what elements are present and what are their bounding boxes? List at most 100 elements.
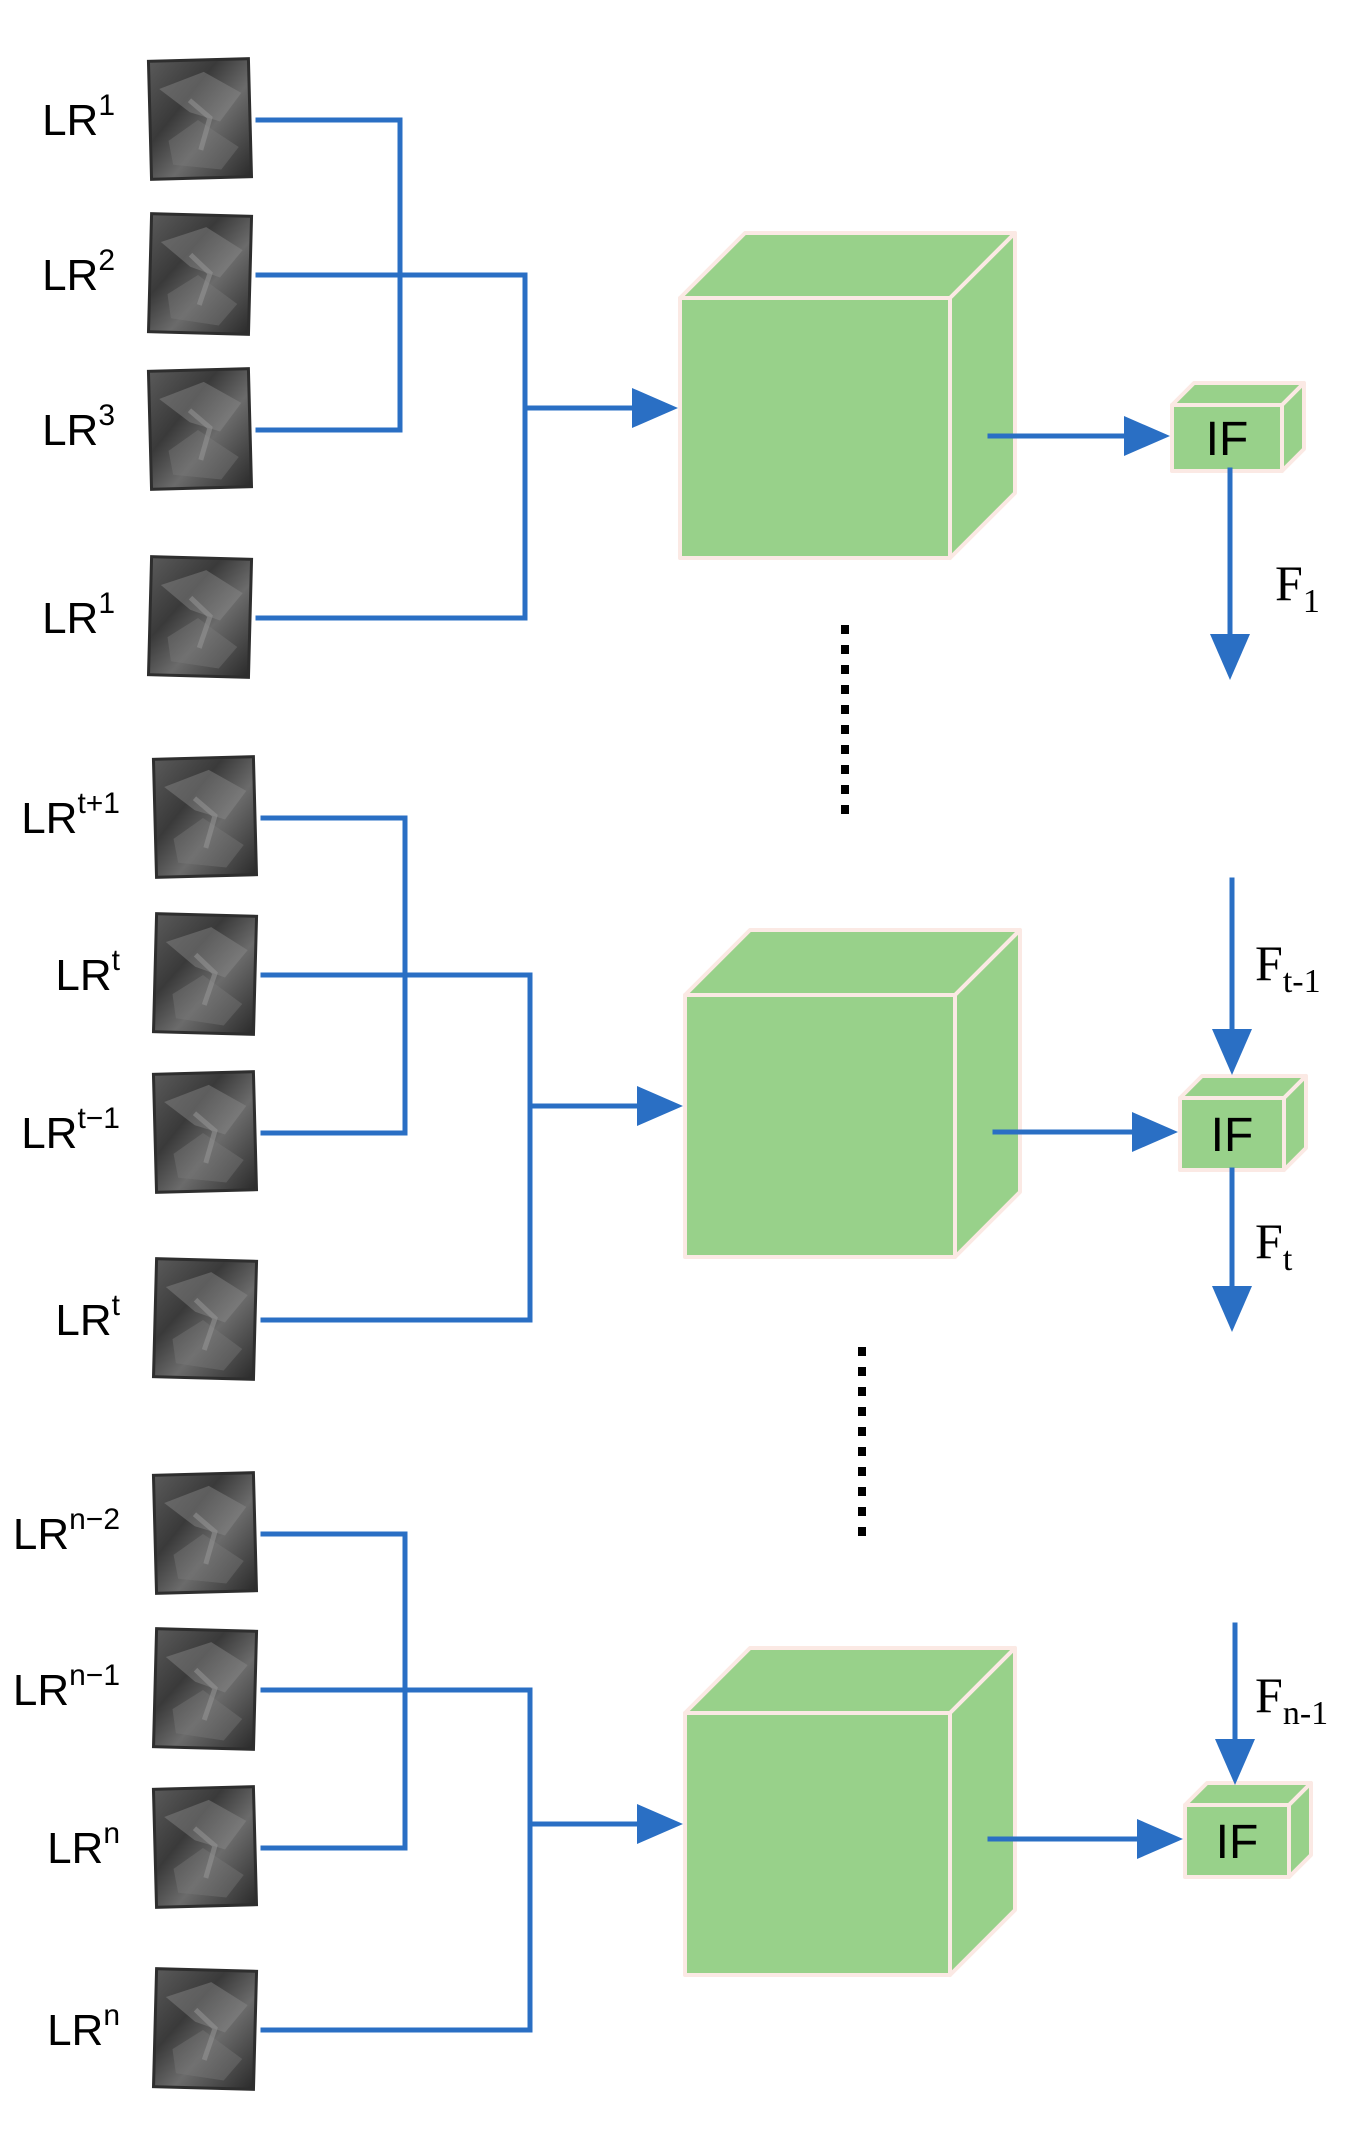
flow-label: Fn-1 (1255, 1667, 1328, 1732)
ellipsis-dot (841, 745, 849, 754)
frame-edge-detail (192, 796, 218, 849)
flow-label-subscript: t-1 (1283, 963, 1321, 1000)
lr-label-base: LR (42, 594, 98, 643)
ellipsis-dot (841, 665, 849, 674)
frame-highlight (165, 927, 248, 978)
frame-texture (151, 1967, 259, 2091)
flow-label: Ft (1255, 1213, 1293, 1278)
lr-label-base: LR (55, 1296, 111, 1345)
arrow-head (1210, 634, 1250, 680)
ellipsis-dot (858, 1467, 866, 1476)
flow-label-base: F (1275, 555, 1303, 611)
frame-highlight (160, 227, 243, 278)
ellipsis-dot (858, 1487, 866, 1496)
arrow-head (1137, 1819, 1183, 1859)
lr-frame-image (151, 755, 259, 879)
lr-label: LRn (47, 1999, 120, 2055)
lr-label-base: LR (47, 2006, 103, 2055)
frame-highlight (164, 1485, 247, 1536)
cube-front-face (1183, 1803, 1291, 1879)
if-block (1170, 381, 1306, 473)
ellipsis-dots (858, 1347, 866, 1536)
fusion-cube (683, 1646, 1017, 1977)
if-block (1178, 1074, 1308, 1172)
lr-label-superscript: 3 (98, 399, 115, 432)
ellipsis-dot (858, 1387, 866, 1396)
lr-frame-image (151, 1967, 259, 2091)
frame-texture (151, 1471, 259, 1595)
lr-frame-image (146, 367, 254, 491)
ellipsis-dot (841, 625, 849, 634)
lr-label: LR3 (42, 399, 115, 455)
arrow-head (637, 1086, 683, 1126)
if-label: IF (1206, 413, 1249, 466)
lr-label: LR1 (42, 587, 115, 643)
frame-highlight (165, 1272, 248, 1323)
frame-edge-detail (192, 1826, 218, 1879)
lr-label: LRt (55, 1289, 120, 1345)
lr-frame-image (151, 912, 259, 1036)
frame-edge-detail (188, 252, 213, 306)
lr-label-superscript: t (112, 1289, 121, 1322)
lr-label-superscript: t (112, 944, 121, 977)
lr-label: LR2 (42, 244, 115, 300)
lr-label-base: LR (21, 794, 77, 843)
lr-label-base: LR (42, 96, 98, 145)
cube-front-face (1170, 403, 1284, 473)
lr-label-base: LR (42, 406, 98, 455)
frame-texture (146, 555, 254, 679)
flow-label-subscript: 1 (1303, 583, 1320, 620)
if-label: IF (1211, 1109, 1254, 1162)
lr-label: LRt+1 (21, 787, 120, 843)
arrow-head (637, 1804, 683, 1844)
frame-texture (151, 1070, 259, 1194)
lr-label-base: LR (13, 1666, 69, 1715)
ellipsis-dot (858, 1407, 866, 1416)
frame-texture (146, 367, 254, 491)
frame-texture (151, 912, 259, 1036)
ellipsis-dot (841, 805, 849, 814)
ellipsis-dot (858, 1447, 866, 1456)
cube-front-face (1178, 1096, 1286, 1172)
ellipsis-dot (858, 1507, 866, 1516)
flow-label: Ft-1 (1255, 935, 1321, 1000)
frame-edge-detail (192, 1111, 218, 1164)
frame-edge-detail (187, 408, 213, 461)
lr-label: LRn−2 (13, 1503, 120, 1559)
frame-highlight (165, 1642, 248, 1693)
lr-label-superscript: t+1 (77, 787, 120, 820)
flow-label-subscript: n-1 (1283, 1695, 1328, 1732)
fusion-cube (678, 231, 1017, 560)
lr-label: LRt (55, 944, 120, 1000)
flow-label-base: F (1255, 1667, 1283, 1723)
ellipsis-dots (841, 625, 849, 814)
lr-label: LRn (47, 1817, 120, 1873)
lr-frame-image (151, 1070, 259, 1194)
if-block (1183, 1781, 1313, 1879)
frame-texture (146, 57, 254, 181)
lr-frame-image (146, 57, 254, 181)
if-label: IF (1216, 1816, 1259, 1869)
lr-frame-image (151, 1785, 259, 1909)
flow-label-subscript: t (1283, 1241, 1293, 1278)
frame-highlight (160, 570, 243, 621)
flow-label-base: F (1255, 935, 1283, 991)
arrow-head (1212, 1286, 1252, 1332)
lr-label: LRt−1 (21, 1102, 120, 1158)
ellipsis-dot (841, 725, 849, 734)
lr-label-base: LR (21, 1109, 77, 1158)
ellipsis-dot (841, 785, 849, 794)
lr-frame-image (151, 1257, 259, 1381)
frame-highlight (159, 381, 242, 432)
ellipsis-dot (858, 1427, 866, 1436)
lr-label-base: LR (42, 251, 98, 300)
frame-edge-detail (192, 1512, 218, 1565)
frame-highlight (165, 1982, 248, 2033)
frame-edge-detail (187, 98, 213, 151)
ellipsis-dot (858, 1367, 866, 1376)
lr-label-superscript: 1 (98, 587, 115, 620)
fusion-cube (683, 928, 1022, 1259)
